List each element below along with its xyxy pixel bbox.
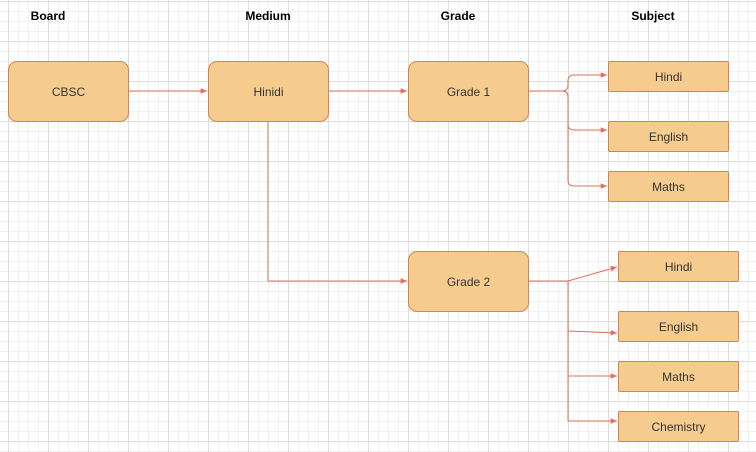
node-grade2-subject-maths[interactable]: Maths (618, 361, 739, 392)
node-board-cbsc[interactable]: CBSC (8, 61, 129, 122)
node-grade1-subject-hindi[interactable]: Hindi (608, 61, 729, 92)
node-medium-hinidi[interactable]: Hinidi (208, 61, 329, 122)
column-header-board: Board (30, 9, 66, 23)
edge-grade1-hindi (529, 72, 607, 92)
column-header-subject: Subject (631, 9, 675, 23)
node-grade-2[interactable]: Grade 2 (408, 251, 529, 312)
edge-grade2-chemistry (567, 376, 617, 424)
node-label: CBSC (51, 84, 86, 99)
node-label: Hinidi (253, 84, 284, 99)
edge-grade2-maths (567, 331, 617, 379)
node-label: Hindi (664, 259, 693, 274)
node-label: Chemistry (651, 419, 706, 434)
node-label: Grade 2 (446, 274, 491, 289)
node-label: English (648, 129, 689, 144)
node-label: Grade 1 (446, 84, 491, 99)
node-label: Maths (652, 179, 685, 194)
edge-grade1-maths (529, 90, 607, 189)
node-grade1-subject-english[interactable]: English (608, 121, 729, 152)
node-grade1-subject-maths[interactable]: Maths (608, 171, 729, 202)
node-grade-1[interactable]: Grade 1 (408, 61, 529, 122)
edge-grade2-english (567, 281, 618, 336)
node-label: Maths (662, 369, 695, 384)
column-header-grade: Grade (440, 9, 476, 23)
node-grade2-subject-chemistry[interactable]: Chemistry (618, 411, 739, 442)
node-label: Hindi (654, 69, 683, 84)
node-grade2-subject-hindi[interactable]: Hindi (618, 251, 739, 282)
node-grade2-subject-english[interactable]: English (618, 311, 739, 342)
column-header-medium: Medium (245, 9, 291, 23)
edge-medium-grade2 (267, 122, 407, 284)
edge-grade2-hindi (529, 266, 618, 282)
node-label: English (658, 319, 699, 334)
